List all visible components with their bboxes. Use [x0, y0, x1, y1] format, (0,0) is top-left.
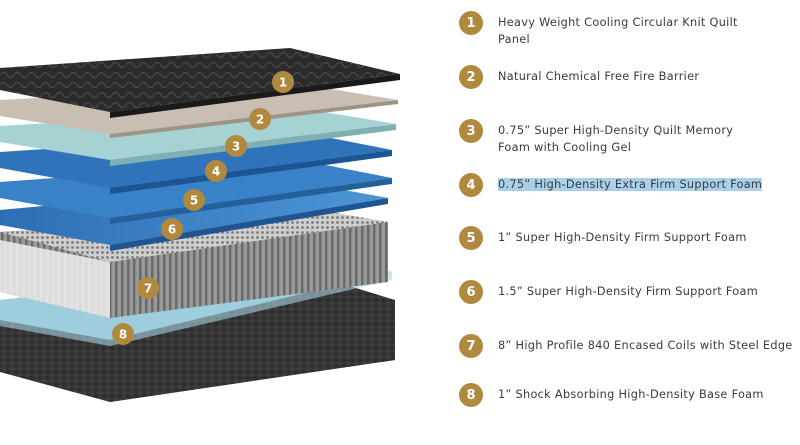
legend-label-7: 8” High Profile 840 Encased Coils with S…: [498, 339, 793, 352]
legend-number-2: 2: [459, 65, 483, 89]
layer-5-foam: [0, 160, 392, 218]
legend-label-8: 1” Shock Absorbing High-Density Base Foa…: [498, 388, 764, 401]
legend-label-1: Heavy Weight Cooling Circular Knit Quilt…: [498, 16, 738, 46]
marker-4: 4: [205, 160, 227, 182]
svg-text:8: 8: [119, 328, 127, 342]
legend-number-5: 5: [459, 226, 483, 250]
legend-item-1: 1 Heavy Weight Cooling Circular Knit Qui…: [459, 11, 768, 48]
legend-item-5: 5 1” Super High-Density Firm Support Foa…: [459, 226, 768, 250]
legend-number-6: 6: [459, 280, 483, 304]
legend-item-3: 3 0.75” Super High-Density Quilt Memory …: [459, 119, 738, 156]
legend-number-8: 8: [459, 383, 483, 407]
legend-number-1: 1: [459, 11, 483, 35]
legend-label-5: 1” Super High-Density Firm Support Foam: [498, 231, 747, 244]
legend-item-6: 6 1.5” Super High-Density Firm Support F…: [459, 280, 768, 304]
mattress-illustration: 1 2 3 4 5 6 7 8: [0, 48, 400, 402]
legend-number-3: 3: [459, 119, 483, 143]
layer-1-quilt: [0, 48, 400, 112]
svg-text:6: 6: [168, 223, 176, 237]
legend-item-8: 8 1” Shock Absorbing High-Density Base F…: [459, 383, 768, 407]
marker-5: 5: [183, 189, 205, 211]
svg-text:5: 5: [190, 194, 198, 208]
marker-6: 6: [161, 218, 183, 240]
marker-7: 7: [137, 277, 159, 299]
marker-8: 8: [112, 323, 134, 345]
legend-number-7: 7: [459, 334, 483, 358]
svg-text:7: 7: [144, 282, 152, 296]
legend-label-3: 0.75” Super High-Density Quilt Memory Fo…: [498, 124, 734, 154]
svg-text:4: 4: [212, 165, 220, 179]
legend-number-4: 4: [459, 173, 483, 197]
legend-label-4: 0.75” High-Density Extra Firm Support Fo…: [498, 178, 763, 191]
marker-1: 1: [272, 71, 294, 93]
legend-item-4: 4 0.75” High-Density Extra Firm Support …: [459, 173, 763, 197]
legend-item-7: 7 8” High Profile 840 Encased Coils with…: [459, 334, 798, 358]
marker-2: 2: [249, 108, 271, 130]
legend-label-2: Natural Chemical Free Fire Barrier: [498, 70, 700, 83]
legend-item-2: 2 Natural Chemical Free Fire Barrier: [459, 65, 768, 89]
svg-text:3: 3: [232, 140, 240, 154]
svg-text:1: 1: [279, 76, 287, 90]
svg-text:2: 2: [256, 113, 264, 127]
marker-3: 3: [225, 135, 247, 157]
legend-label-6: 1.5” Super High-Density Firm Support Foa…: [498, 285, 759, 298]
